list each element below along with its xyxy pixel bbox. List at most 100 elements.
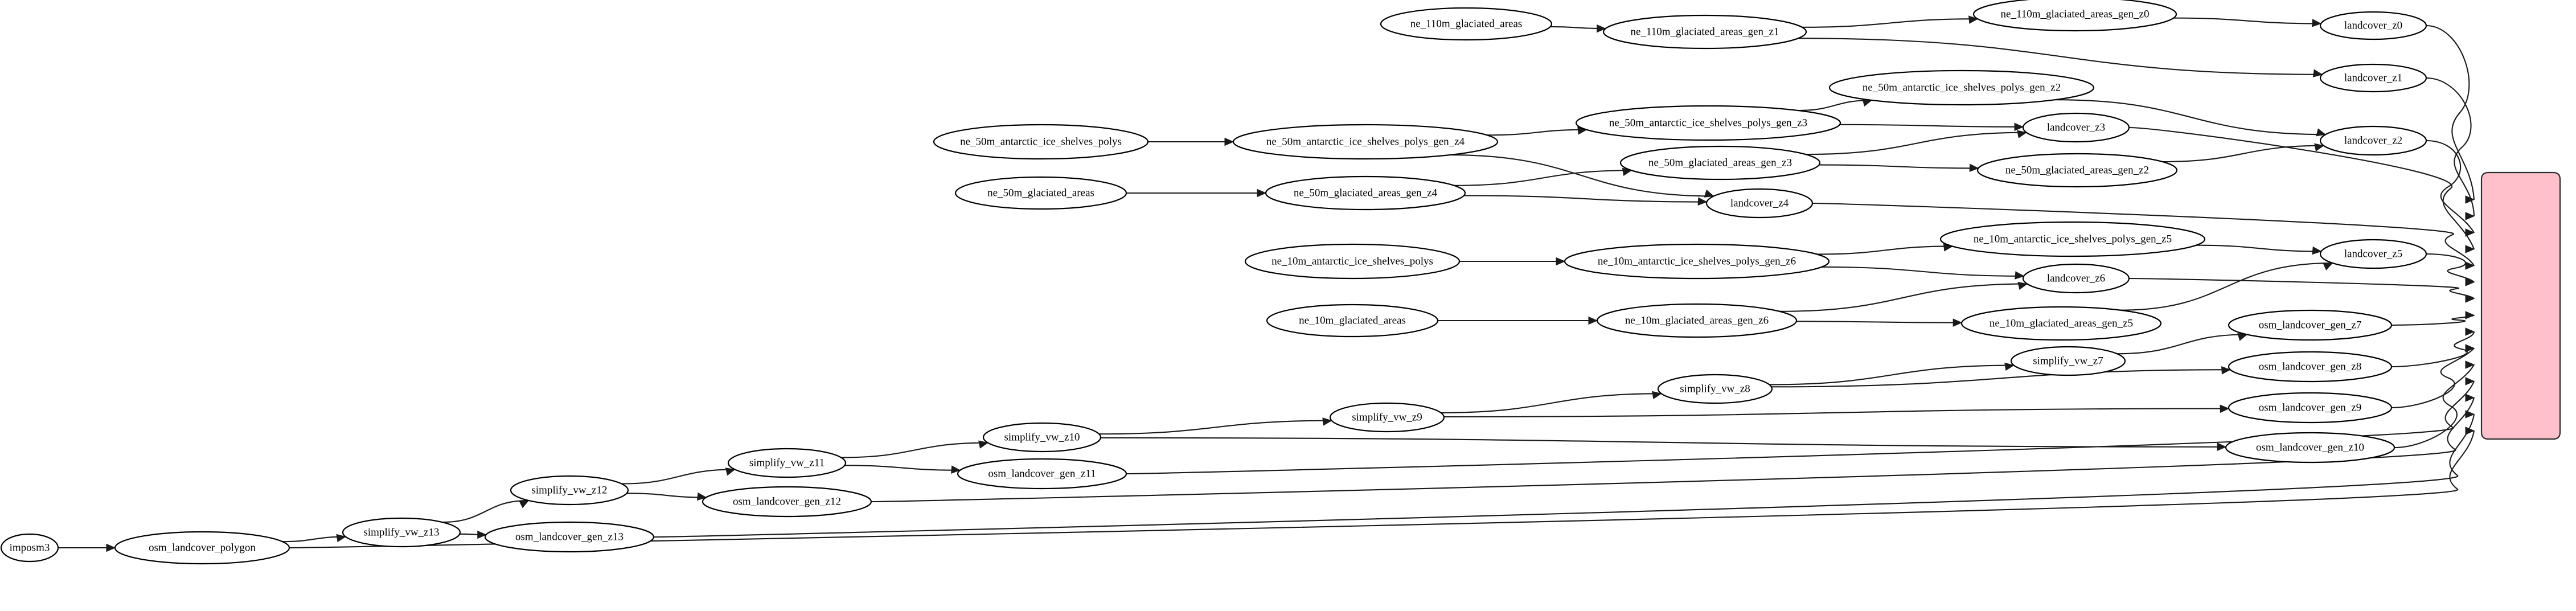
node-ellipse <box>982 422 1102 453</box>
graph-node-simplify_vw_z8[interactable]: simplify_vw_z8 <box>1657 374 1773 404</box>
graph-node-ne_110m_glaciated_areas_gen_z0[interactable]: ne_110m_glaciated_areas_gen_z0 <box>1972 0 2177 32</box>
node-label: ne_50m_antarctic_ice_shelves_polys_gen_z… <box>1863 81 2061 93</box>
edge-arrowhead <box>1257 188 1267 198</box>
edge-ne_10m_glaciated_areas_gen_z6-to-landcover_z6 <box>1779 283 2028 312</box>
graph-node-osm_landcover_gen_z13[interactable]: osm_landcover_gen_z13 <box>484 521 655 553</box>
node-ellipse <box>1232 124 1499 160</box>
graph-node-osm_landcover_polygon[interactable]: osm_landcover_polygon <box>114 531 290 565</box>
edge-ne_10m_antarctic_ice_shelves_polys_gen_z6-to-ne_10m_antarctic_ice_shelves_polys_gen_z5 <box>1817 245 1952 255</box>
node-label: landcover_z2 <box>2344 134 2402 146</box>
edge-arrowhead <box>2465 245 2475 253</box>
edge-simplify_vw_z13-to-simplify_vw_z12 <box>442 499 529 523</box>
edge-arrowhead <box>2323 263 2333 270</box>
node-label: simplify_vw_z8 <box>1680 383 1750 395</box>
graph-node-ne_10m_glaciated_areas[interactable]: ne_10m_glaciated_areas <box>1266 304 1439 338</box>
graph-node-ne_50m_glaciated_areas[interactable]: ne_50m_glaciated_areas <box>954 176 1127 210</box>
graph-node-osm_landcover_gen_z7[interactable]: osm_landcover_gen_z7 <box>2228 309 2393 341</box>
node-ellipse <box>1575 105 1841 141</box>
edge-arrowhead <box>2465 360 2475 369</box>
graph-node-ne_10m_antarctic_ice_shelves_polys_gen_z6[interactable]: ne_10m_antarctic_ice_shelves_polys_gen_z… <box>1564 243 1830 280</box>
edge-ne_50m_glaciated_areas_gen_z3-to-ne_50m_glaciated_areas_gen_z2 <box>1819 164 1979 169</box>
node-label: landcover_z1 <box>2344 72 2402 84</box>
node-label: osm_landcover_gen_z10 <box>2256 441 2364 453</box>
graph-node-osm_landcover_gen_z11[interactable]: osm_landcover_gen_z11 <box>957 458 1127 490</box>
edge-simplify_vw_z10-to-osm_landcover_gen_z10 <box>1100 437 2226 448</box>
table-outline <box>2480 171 2561 440</box>
edge-arrowhead <box>2017 281 2028 290</box>
edge-landcover_z2-to-layer_landcover_z2 <box>2426 140 2475 233</box>
edge-osm_landcover_gen_z11-to-layer_landcover_z11 <box>1126 381 2475 475</box>
node-label: landcover_z0 <box>2344 19 2402 31</box>
edge-simplify_vw_z11-to-osm_landcover_gen_z11 <box>844 465 961 471</box>
graph-node-ne_50m_antarctic_ice_shelves_polys_gen_z4[interactable]: ne_50m_antarctic_ice_shelves_polys_gen_z… <box>1232 124 1499 160</box>
edge-landcover_z6-to-layer_landcover_z6 <box>2128 277 2475 300</box>
graph-node-ne_10m_antarctic_ice_shelves_polys_gen_z5[interactable]: ne_10m_antarctic_ice_shelves_polys_gen_z… <box>1939 221 2206 257</box>
edge-ne_110m_glaciated_areas_gen_z1-to-landcover_z1 <box>1798 38 2323 75</box>
graph-node-simplify_vw_z12[interactable]: simplify_vw_z12 <box>510 475 629 506</box>
graph-node-osm_landcover_gen_z8[interactable]: osm_landcover_gen_z8 <box>2228 351 2393 383</box>
graph-node-ne_50m_glaciated_areas_gen_z4[interactable]: ne_50m_glaciated_areas_gen_z4 <box>1265 175 1466 211</box>
edge-arrowhead <box>2465 311 2475 319</box>
edge-arrowhead <box>2311 19 2322 27</box>
node-ellipse <box>2225 432 2395 464</box>
graph-node-landcover_z3[interactable]: landcover_z3 <box>2022 112 2130 143</box>
node-label: ne_110m_glaciated_areas <box>1410 18 1523 30</box>
graph-node-landcover_z6[interactable]: landcover_z6 <box>2022 263 2130 294</box>
node-ellipse <box>1329 402 1445 433</box>
node-ellipse <box>2010 346 2126 376</box>
graph-node-osm_landcover_gen_z10[interactable]: osm_landcover_gen_z10 <box>2225 432 2395 464</box>
node-ellipse <box>702 486 872 518</box>
graph-node-ne_10m_glaciated_areas_gen_z6[interactable]: ne_10m_glaciated_areas_gen_z6 <box>1596 303 1798 338</box>
graph-node-landcover_z0[interactable]: landcover_z0 <box>2319 11 2427 40</box>
node-ellipse <box>0 533 59 563</box>
node-label: osm_landcover_gen_z9 <box>2259 401 2361 413</box>
graph-node-simplify_vw_z10[interactable]: simplify_vw_z10 <box>982 422 1102 453</box>
node-label: ne_50m_glaciated_areas <box>987 187 1094 199</box>
graph-node-osm_landcover_gen_z12[interactable]: osm_landcover_gen_z12 <box>702 486 872 518</box>
graph-node-landcover_z5[interactable]: landcover_z5 <box>2319 239 2427 269</box>
edge-ne_10m_glaciated_areas_gen_z6-to-ne_10m_glaciated_areas_gen_z5 <box>1796 321 1962 323</box>
edge-ne_50m_glaciated_areas_gen_z4-to-ne_50m_glaciated_areas_gen_z3 <box>1454 170 1632 186</box>
node-label: simplify_vw_z9 <box>1352 411 1422 423</box>
node-label: ne_110m_glaciated_areas_gen_z1 <box>1631 26 1779 38</box>
graph-node-ne_50m_antarctic_ice_shelves_polys_gen_z3[interactable]: ne_50m_antarctic_ice_shelves_polys_gen_z… <box>1575 105 1841 141</box>
edge-arrowhead <box>2312 69 2323 77</box>
edge-osm_landcover_polygon-to-simplify_vw_z13 <box>282 536 346 543</box>
graph-node-simplify_vw_z7[interactable]: simplify_vw_z7 <box>2010 346 2126 376</box>
graph-node-ne_50m_antarctic_ice_shelves_polys[interactable]: ne_50m_antarctic_ice_shelves_polys <box>933 124 1149 160</box>
graph-node-ne_50m_glaciated_areas_gen_z2[interactable]: ne_50m_glaciated_areas_gen_z2 <box>1976 153 2178 188</box>
graph-node-ne_110m_glaciated_areas[interactable]: ne_110m_glaciated_areas <box>1380 7 1553 41</box>
node-ellipse <box>1976 153 2178 188</box>
edge-landcover_z4-to-layer_landcover_z4 <box>1812 202 2475 266</box>
graph-node-simplify_vw_z9[interactable]: simplify_vw_z9 <box>1329 402 1445 433</box>
graph-node-simplify_vw_z11[interactable]: simplify_vw_z11 <box>727 448 847 478</box>
node-ellipse <box>933 124 1149 160</box>
node-ellipse <box>1244 243 1461 280</box>
node-ellipse <box>2319 125 2427 156</box>
graph-node-ne_50m_glaciated_areas_gen_z3[interactable]: ne_50m_glaciated_areas_gen_z3 <box>1619 145 1821 181</box>
edge-arrowhead <box>1968 15 1979 24</box>
graph-node-landcover_z2[interactable]: landcover_z2 <box>2319 125 2427 156</box>
edge-simplify_vw_z10-to-simplify_vw_z9 <box>1099 420 1332 435</box>
node-ellipse <box>2319 11 2427 40</box>
edge-ne_50m_antarctic_ice_shelves_polys_gen_z4-to-landcover_z4 <box>1450 154 1714 197</box>
graph-node-landcover_z1[interactable]: landcover_z1 <box>2319 63 2427 93</box>
graph-node-osm_landcover_gen_z9[interactable]: osm_landcover_gen_z9 <box>2228 392 2393 424</box>
graph-node-imposm3[interactable]: imposm3 <box>0 533 59 563</box>
edge-arrowhead <box>2465 212 2475 220</box>
node-ellipse <box>2319 63 2427 93</box>
graph-node-ne_10m_antarctic_ice_shelves_polys[interactable]: ne_10m_antarctic_ice_shelves_polys <box>1244 243 1461 280</box>
graph-node-ne_50m_antarctic_ice_shelves_polys_gen_z2[interactable]: ne_50m_antarctic_ice_shelves_polys_gen_z… <box>1828 69 2095 106</box>
node-label: ne_50m_glaciated_areas_gen_z4 <box>1294 187 1438 199</box>
edge-arrowhead <box>2465 294 2475 303</box>
graph-node-landcover_z4[interactable]: landcover_z4 <box>1705 188 1814 219</box>
node-ellipse <box>1564 243 1830 280</box>
edge-simplify_vw_z12-to-simplify_vw_z11 <box>621 469 735 485</box>
node-ellipse <box>2022 112 2130 143</box>
node-label: osm_landcover_gen_z12 <box>733 495 841 507</box>
node-ellipse <box>1939 221 2206 257</box>
graph-node-ne_110m_glaciated_areas_gen_z1[interactable]: ne_110m_glaciated_areas_gen_z1 <box>1602 14 1807 50</box>
node-ellipse <box>1657 374 1773 404</box>
graph-node-simplify_vw_z13[interactable]: simplify_vw_z13 <box>342 517 461 548</box>
graph-node-ne_10m_glaciated_areas_gen_z5[interactable]: ne_10m_glaciated_areas_gen_z5 <box>1960 306 2162 341</box>
